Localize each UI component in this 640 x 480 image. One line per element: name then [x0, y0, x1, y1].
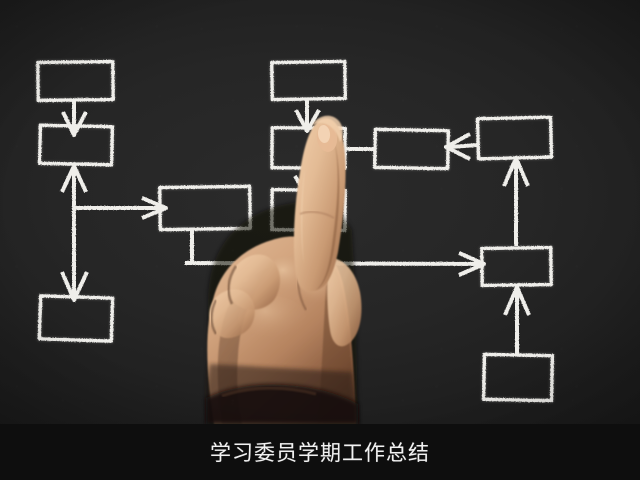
caption-bar: 学习委员学期工作总结	[0, 424, 640, 480]
chalk-connectors	[60, 99, 531, 355]
blackboard-photo	[0, 0, 640, 424]
arrow-left-to-center-head	[141, 196, 168, 220]
box-center-left	[158, 184, 252, 232]
arrow-right-bottom-up-head	[503, 285, 531, 316]
box-left-second	[37, 123, 115, 167]
arrow-center-to-right-mid-head	[458, 251, 486, 277]
arrow-center-to-right-mid	[184, 261, 483, 266]
arrow-left-up-head	[60, 164, 88, 193]
box-center-top	[270, 59, 347, 102]
box-right-top	[475, 115, 554, 161]
box-center-second	[270, 125, 347, 171]
arrow-right-middle-up-head	[502, 156, 530, 187]
arrow-right-top-left-head	[444, 132, 471, 161]
arrow-left-down-head	[60, 271, 89, 302]
box-center-third	[270, 187, 347, 233]
box-mid-right	[372, 127, 451, 171]
box-top-left	[36, 59, 115, 103]
arrow-right-top-left	[449, 143, 479, 149]
box-right-bottom	[481, 352, 555, 403]
chalk-flowchart	[35, 58, 555, 404]
arrow-top-left-down-head	[61, 111, 88, 137]
box-right-middle	[480, 245, 553, 288]
box-left-bottom	[37, 294, 115, 343]
caption-title: 学习委员学期工作总结	[210, 441, 430, 465]
